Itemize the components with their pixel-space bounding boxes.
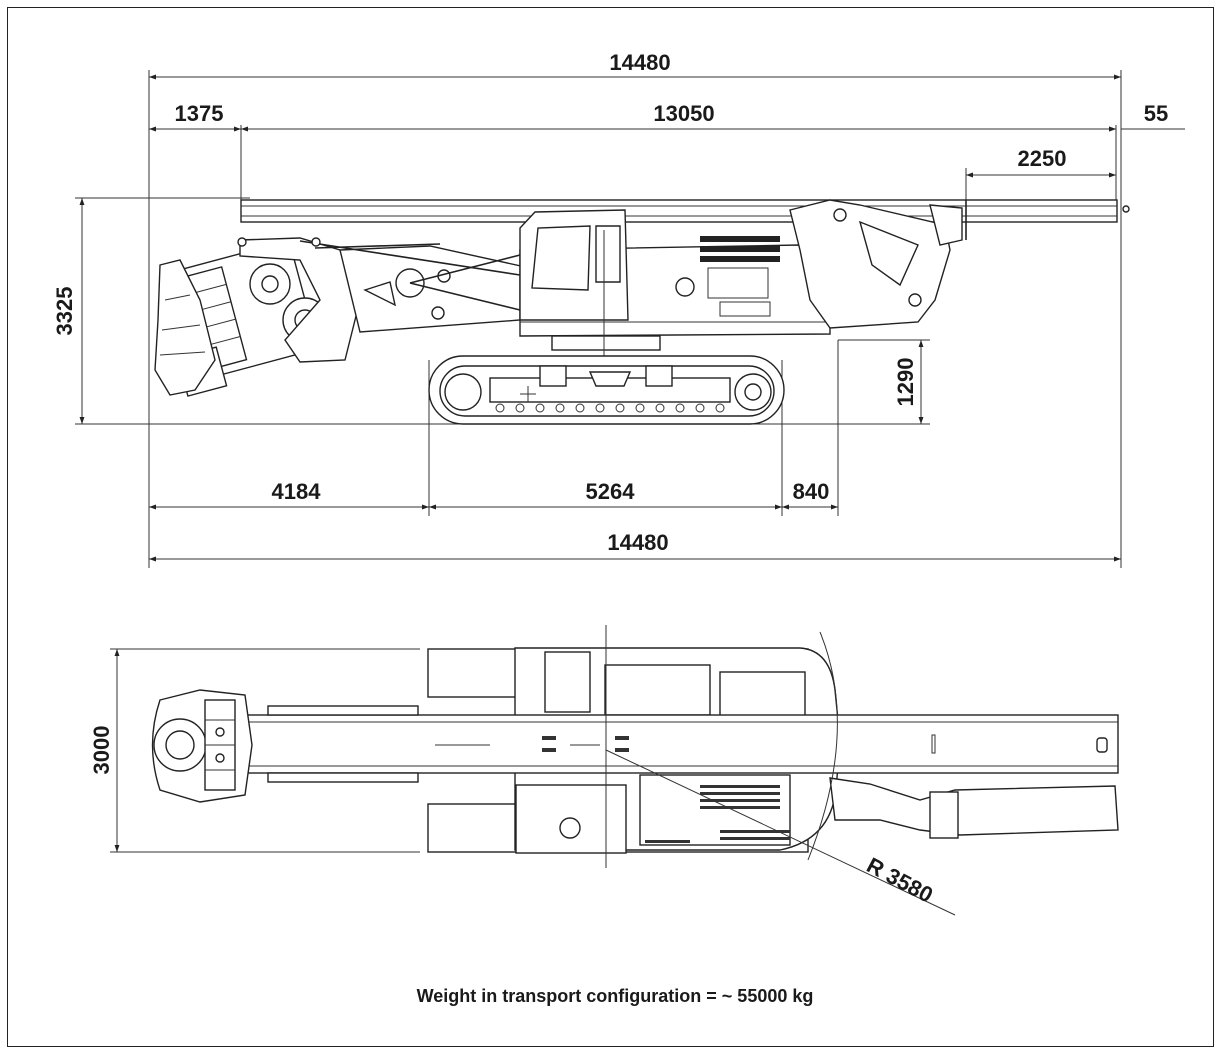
dim-height: 3325 <box>52 287 77 336</box>
mast-top <box>244 714 1119 774</box>
dim-rear: 1375 <box>175 101 224 126</box>
side-view-dimensions: 14480 1375 13050 55 2250 3325 1290 4184 … <box>52 50 1185 568</box>
weight-caption: Weight in transport configuration = ~ 55… <box>417 986 814 1006</box>
mast <box>240 199 1118 223</box>
dim-clearance: 1290 <box>893 358 918 407</box>
dim-track: 5264 <box>586 479 636 504</box>
dim-width: 3000 <box>89 726 114 775</box>
rotary-drive-top <box>151 689 253 803</box>
top-view-machine: 3000 <box>89 625 1119 916</box>
dim-overall-top: 14480 <box>609 50 670 75</box>
engine-grille <box>675 236 780 317</box>
swing-arc <box>807 631 838 861</box>
side-view-machine <box>154 199 1130 425</box>
dim-track-rear: 840 <box>793 479 830 504</box>
dim-mast: 13050 <box>653 101 714 126</box>
crawler-track <box>428 355 785 425</box>
dim-radius: R 3580 <box>863 852 937 907</box>
rear-frame-top <box>829 777 1119 836</box>
dim-front: 4184 <box>272 479 322 504</box>
cab-top <box>544 651 591 713</box>
slewing-ring <box>551 335 661 351</box>
dim-mast-top: 2250 <box>1018 146 1067 171</box>
dim-overall-bottom: 14480 <box>607 530 668 555</box>
dim-tip: 55 <box>1144 101 1168 126</box>
